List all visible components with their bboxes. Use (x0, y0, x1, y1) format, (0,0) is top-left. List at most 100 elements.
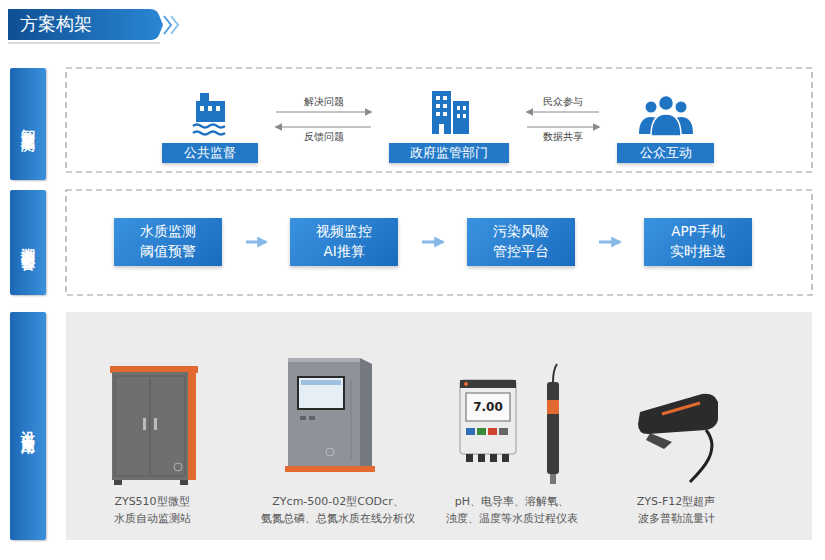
edge-label: 民众参与 (543, 95, 583, 109)
water-plant-icon-part (193, 132, 225, 135)
government-building-icon-part (443, 96, 447, 100)
section-frames (66, 68, 812, 540)
monitoring-station-illustration-part (174, 463, 182, 471)
people-icon-part (676, 102, 687, 113)
device-caption: ZYcm-500-02型CODcr、 氨氮总磷、总氮水质在线分析仪 (250, 493, 426, 527)
edge-label: 数据共享 (543, 130, 583, 144)
title-tab (8, 9, 178, 43)
monitoring-station-illustration-part (154, 418, 157, 430)
title-underline (8, 42, 160, 44)
process-meter-illustration-part (460, 380, 516, 454)
online-analyzer-illustration-part (300, 416, 306, 420)
edge-label: 解决问题 (304, 95, 344, 109)
dashed-frame (66, 68, 812, 172)
government-building-icon-part (457, 114, 460, 118)
device-caption: ZYS-F12型超声 波多普勒流量计 (625, 493, 727, 527)
process-meter-illustration-part (466, 454, 473, 462)
government-building-icon-part (443, 104, 447, 108)
process-meter-illustration-part (547, 382, 559, 474)
flow-arrow (527, 126, 599, 127)
node-text: 设备应用 (19, 420, 37, 432)
chevron (164, 16, 171, 34)
flow-meter-illustration-part (690, 430, 712, 482)
water-plant-icon-part (196, 101, 225, 122)
monitoring-station-illustration (110, 366, 198, 485)
process-meter-illustration-part (466, 428, 475, 435)
node-text: 公众互动 (617, 143, 714, 163)
people-icon-part (651, 114, 681, 136)
flow-arrow (246, 241, 266, 244)
process-meter-illustration-part (499, 428, 508, 435)
online-analyzer-illustration-part (351, 380, 352, 460)
government-building-icon-part (463, 114, 466, 118)
section-band: 溯源预警 (10, 190, 46, 295)
flow-arrow (276, 111, 371, 112)
process-box: 污染风险 管控平台 (467, 218, 575, 266)
flow-meter-illustration-part (662, 403, 700, 414)
monitoring-station-illustration-part (150, 378, 151, 474)
monitoring-station-illustration-part (180, 480, 188, 485)
node-text: 污染风险 管控平台 (486, 222, 556, 261)
diagram-title: 方案构架 (20, 9, 92, 39)
water-plant-icon-part (193, 125, 225, 128)
flow-meter-illustration-part (638, 394, 718, 434)
water-plant-icon-part (208, 106, 212, 111)
title-tab-shape (8, 9, 163, 40)
process-meter-illustration-part (550, 474, 556, 484)
node-text: 公共监督 (162, 143, 258, 163)
online-analyzer-illustration-part (309, 416, 315, 420)
chevron (171, 16, 178, 34)
government-building-icon (432, 91, 469, 134)
government-building-icon-part (439, 124, 444, 134)
process-meter-illustration-part (488, 428, 497, 435)
process-box: APP手机 实时推送 (644, 218, 752, 266)
process-meter-illustration-part (477, 428, 486, 435)
online-analyzer-illustration-part (360, 358, 372, 470)
government-building-icon-part (436, 96, 440, 100)
icon-node: 公众互动 (617, 88, 714, 163)
icon-node: 公共监督 (162, 88, 258, 163)
monitoring-station-illustration-part (188, 372, 196, 480)
people-icon-part (646, 102, 657, 113)
government-building-icon-part (463, 106, 466, 110)
process-meter-illustration-part (547, 400, 559, 414)
node-text: 视频监控 AI推算 (309, 222, 379, 261)
edge-label: 反馈问题 (304, 130, 344, 144)
process-meter-illustration-part (466, 393, 510, 421)
water-plant-icon-part (200, 93, 209, 102)
people-icon (639, 96, 693, 137)
online-analyzer-illustration-part (288, 362, 360, 466)
monitoring-station-illustration-part (110, 366, 198, 373)
process-meter-illustration-part (490, 454, 497, 462)
icon-node: 政府监管部门 (389, 88, 509, 163)
online-analyzer-illustration-part (326, 448, 334, 456)
process-meter-illustration-part (460, 380, 516, 388)
monitoring-station-illustration-part (112, 372, 188, 480)
process-meter-illustration (460, 364, 559, 484)
node-text: 水质监测 阈值预警 (133, 222, 203, 261)
device-caption: pH、电导率、溶解氧、 浊度、温度等水质过程仪表 (439, 493, 585, 527)
online-analyzer-illustration-part (285, 466, 375, 472)
flow-meter-illustration-part (646, 433, 672, 449)
government-building-icon-part (436, 112, 440, 116)
flow-arrow (276, 126, 371, 127)
monitoring-station-illustration-part (143, 418, 146, 430)
government-building-icon-part (453, 101, 469, 134)
government-building-icon-part (457, 106, 460, 110)
process-meter-illustration-part (553, 364, 557, 382)
online-analyzer-illustration (285, 358, 375, 472)
people-icon-part (659, 96, 674, 111)
process-box: 水质监测 阈值预警 (114, 218, 222, 266)
process-box: 视频监控 AI推算 (290, 218, 398, 266)
water-plant-icon-part (200, 106, 204, 111)
water-plant-icon-part (216, 106, 220, 111)
node-text: 政府监管部门 (389, 143, 509, 163)
monitoring-station-illustration-part (114, 480, 122, 485)
water-plant-icon (193, 93, 225, 135)
government-building-icon-part (436, 104, 440, 108)
government-building-icon-part (443, 112, 447, 116)
node-text: 智慧监测 (19, 118, 37, 130)
